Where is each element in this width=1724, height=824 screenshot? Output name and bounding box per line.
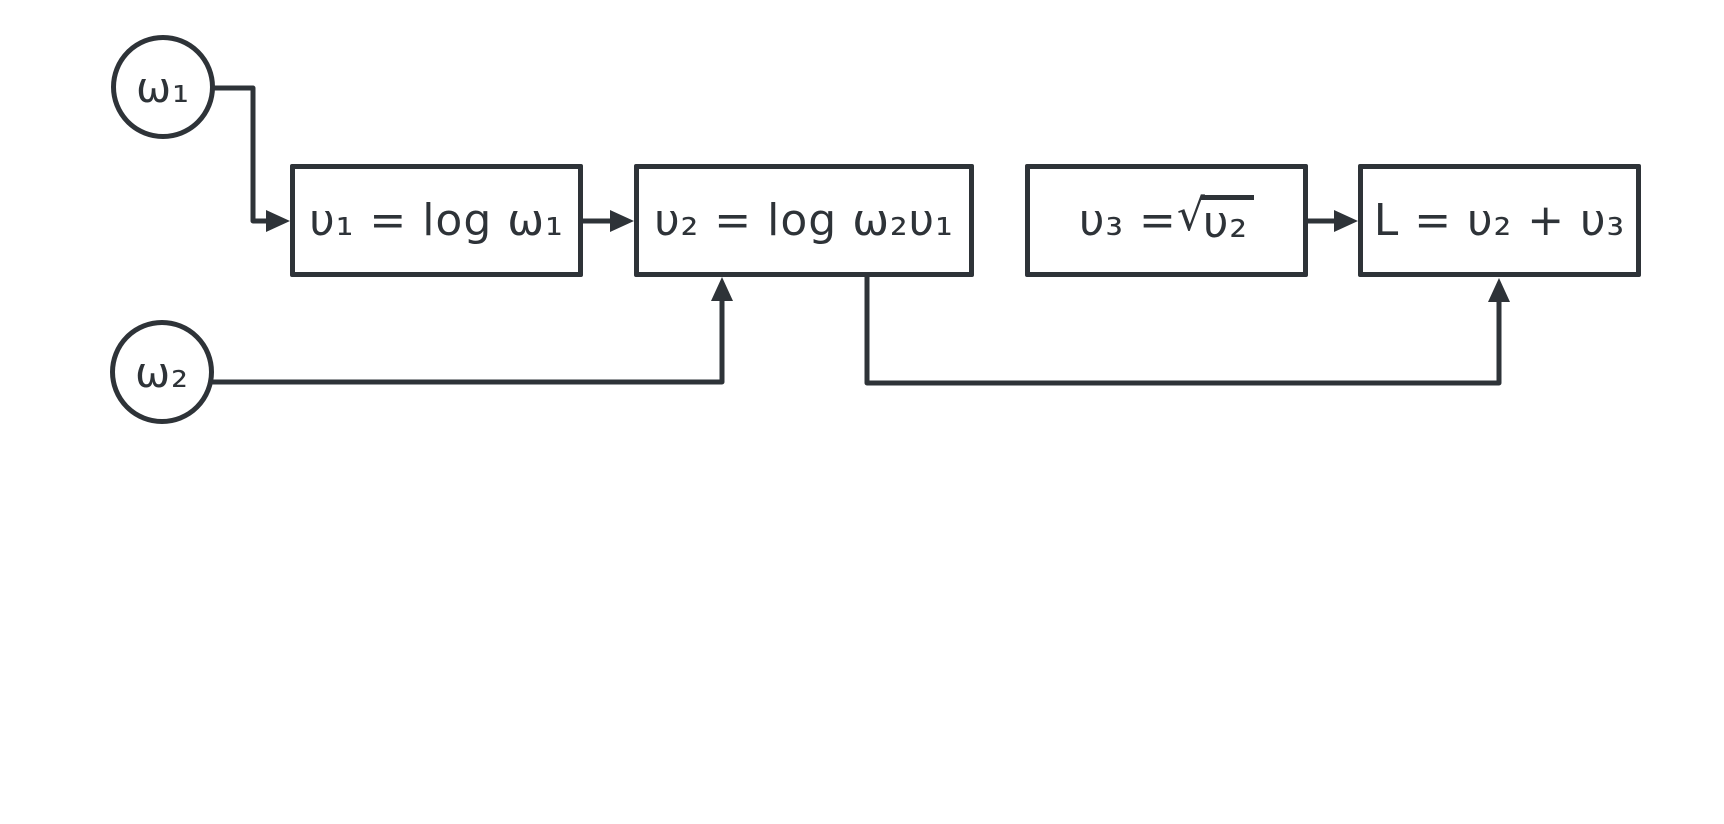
op-node-v1-label: υ₁ = log ω₁ bbox=[309, 195, 564, 246]
arrowhead-icon bbox=[1488, 278, 1510, 302]
edge-omega1-to-v1 bbox=[213, 85, 290, 232]
arrowhead-icon bbox=[711, 277, 733, 301]
arrowhead-icon bbox=[610, 210, 634, 232]
op-node-L-label: L = υ₂ + υ₃ bbox=[1373, 195, 1626, 246]
op-node-v1: υ₁ = log ω₁ bbox=[290, 164, 583, 277]
op-node-v3: υ₃ = √ υ₂ bbox=[1025, 164, 1308, 277]
edge-v1-to-v2 bbox=[583, 210, 634, 232]
arrowhead-icon bbox=[266, 210, 290, 232]
input-node-omega1: ω₁ bbox=[111, 35, 215, 139]
op-node-L: L = υ₂ + υ₃ bbox=[1358, 164, 1641, 277]
edge-v2-to-L bbox=[864, 277, 1510, 386]
op-node-v2-label: υ₂ = log ω₂υ₁ bbox=[654, 195, 954, 246]
op-node-v2: υ₂ = log ω₂υ₁ bbox=[634, 164, 974, 277]
edge-v3-to-L bbox=[1307, 210, 1358, 232]
edge-omega2-to-v2 bbox=[211, 277, 733, 385]
input-node-omega1-label: ω₁ bbox=[135, 62, 190, 112]
op-node-v3-prefix: υ₃ = bbox=[1078, 195, 1177, 246]
op-node-v3-radicand: υ₂ bbox=[1200, 194, 1255, 246]
input-node-omega2-label: ω₂ bbox=[134, 347, 189, 397]
arrowhead-icon bbox=[1334, 210, 1358, 232]
radical-sign: √ bbox=[1176, 190, 1205, 241]
input-node-omega2: ω₂ bbox=[110, 320, 214, 424]
